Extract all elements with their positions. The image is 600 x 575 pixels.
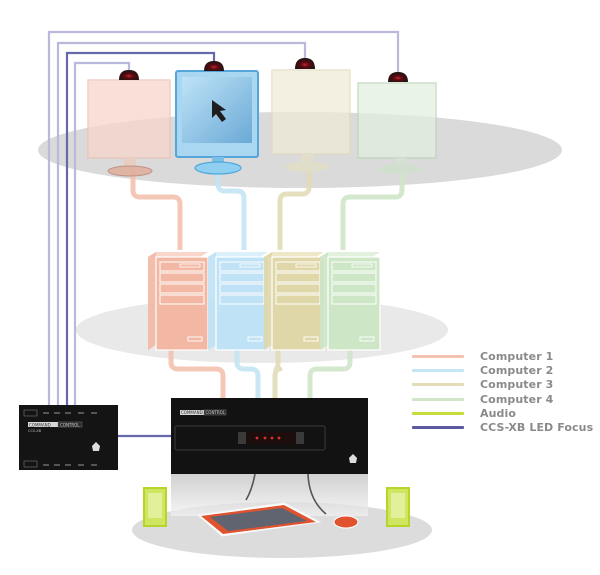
mouse [333,515,359,529]
computer-tower-3[interactable] [264,252,325,351]
computer3-video-cable [277,170,312,250]
led-cable-monitor-1 [73,61,131,405]
speaker-left [143,487,167,527]
computer-tower-2[interactable] [208,252,269,351]
computer1-video-cable [130,170,183,250]
kvm-cables [168,350,353,398]
legend-swatch [412,383,464,387]
ccs-xb-control-unit[interactable]: COMMAND CONTROL CCS-XB [19,405,118,470]
computer1-kvm-cable [168,350,226,398]
kvm-status-leds [255,436,281,440]
legend-item-computer-2: Computer 2 [412,363,593,377]
adder-logo-icon [92,442,100,451]
legend-item-computer-4: Computer 4 [412,392,593,406]
computer-tower-4[interactable] [320,252,381,351]
mouse-cable [307,473,327,515]
legend-swatch [412,354,464,358]
legend-label: Audio [480,406,517,420]
monitor-2[interactable] [175,70,259,175]
led-focus-indicators [119,58,408,82]
computer4-kvm-cable [307,350,353,398]
legend-label: Computer 4 [480,392,554,406]
speaker-right [386,487,410,527]
legend-swatch [412,397,464,401]
computer-tower-1[interactable] [148,252,209,351]
computer4-video-cable [340,172,405,250]
led-cable-monitor-3 [56,41,307,405]
monitor-3[interactable] [271,69,351,172]
legend-item-audio: Audio [412,406,593,420]
led-indicator-4 [388,72,408,82]
legend-swatch [412,411,464,415]
legend-swatch [412,368,464,372]
led-indicator-2 [204,61,224,71]
kvm-switch[interactable]: COMMAND CONTROL [171,398,368,516]
legend-label: CCS-XB LED Focus [480,421,594,435]
mouse-pointer-icon [212,100,226,122]
kvm-command-label: COMMAND [181,410,203,415]
led-cable-monitor-4 [47,30,400,405]
kvm-logo-icon [349,454,357,463]
legend-label: Computer 1 [480,349,554,363]
computer3-kvm-cable [272,350,283,398]
legend-item-led-focus: CCS-XB LED Focus [412,420,593,434]
control-unit-command-label: COMMAND [29,422,51,427]
keyboard [196,502,322,537]
legend-swatch [412,426,464,430]
monitor-4[interactable] [357,82,437,174]
led-indicator-1 [119,70,139,80]
led-indicator-3 [295,58,315,69]
kvm-control-label: CONTROL [206,410,226,415]
computer2-video-cable [215,170,247,250]
video-cables [130,170,405,250]
legend-label: Computer 2 [480,363,554,377]
control-unit-model-label: CCS-XB [28,429,42,433]
legend-item-computer-1: Computer 1 [412,349,593,363]
legend-label: Computer 3 [480,378,554,392]
led-focus-cables [47,30,400,438]
keyboard-cable [245,473,256,501]
led-cable-monitor-2 [65,51,216,405]
legend: Computer 1 Computer 2 Computer 3 Compute… [412,349,593,435]
computer2-kvm-cable [234,350,261,398]
control-unit-control-label: CONTROL [60,422,80,427]
legend-item-computer-3: Computer 3 [412,378,593,392]
